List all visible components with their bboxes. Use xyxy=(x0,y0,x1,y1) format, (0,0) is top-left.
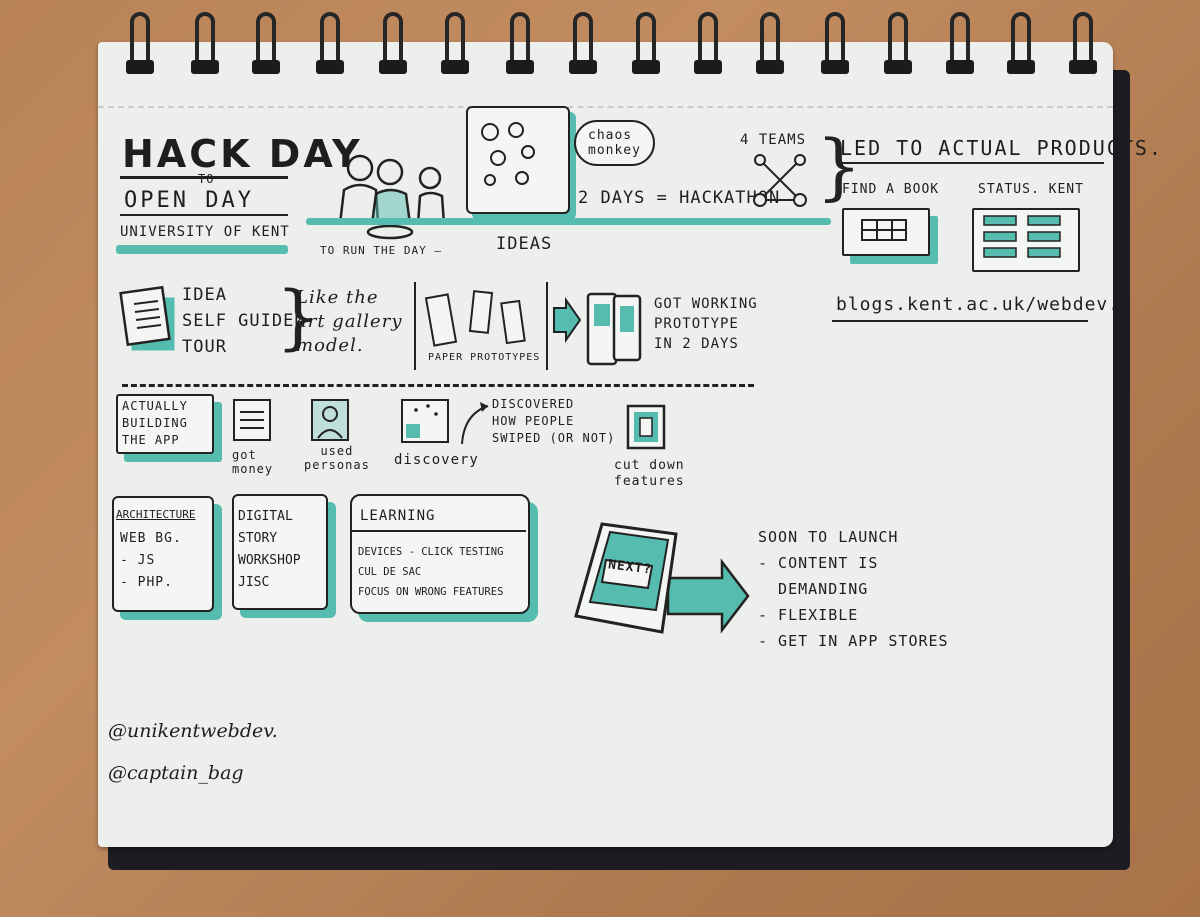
products-heading: LED TO ACTUAL PRODUCTS. xyxy=(840,136,1163,160)
chaos-monkey-cloud: chaos monkey xyxy=(574,120,655,166)
ideas-label: IDEAS xyxy=(496,234,553,254)
cut-features-icon xyxy=(626,404,666,450)
status-kent-label: STATUS. KENT xyxy=(978,182,1084,197)
discovery-screen-icon xyxy=(401,399,449,443)
phones-prototype-icon xyxy=(586,292,642,366)
cut-features-label: cut down features xyxy=(614,458,685,489)
tablet-next-illustration xyxy=(574,522,750,634)
architecture-card xyxy=(112,496,214,612)
organisation: UNIVERSITY OF KENT xyxy=(120,224,290,240)
find-a-book-screen xyxy=(842,208,930,256)
digital-story-text: DIGITAL STORY WORKSHOP JISC xyxy=(238,509,301,590)
building-app-note xyxy=(116,394,214,454)
swiped-note: DISCOVERED HOW PEOPLE SWIPED (OR NOT) xyxy=(492,397,616,445)
blog-url: blogs.kent.ac.uk/webdev. xyxy=(836,294,1121,315)
twitter-handle-author: @captain_bag xyxy=(108,762,244,784)
status-tiles-icon xyxy=(983,215,1061,258)
digital-story-card xyxy=(232,494,328,610)
idea-tour: IDEA SELF GUIDED TOUR xyxy=(182,285,306,357)
page-title: HACK DAY xyxy=(122,132,363,176)
learning-card xyxy=(350,494,530,614)
title-to: TO xyxy=(198,172,215,186)
book-icon xyxy=(119,285,175,351)
book-grid-icon xyxy=(861,219,907,241)
teams-network-icon xyxy=(753,154,807,207)
discovery-label: discovery xyxy=(394,452,479,468)
learning-heading: LEARNING xyxy=(360,508,436,524)
paper-prototypes-icon xyxy=(424,290,526,347)
curved-arrow-icon xyxy=(461,402,489,445)
gallery-note: Like the art gallery model. xyxy=(296,287,403,356)
money-doc-icon xyxy=(233,399,271,441)
paper-prototypes-label: PAPER PROTOTYPES xyxy=(428,352,541,363)
board-scribbles xyxy=(481,122,535,186)
got-money-label: got money xyxy=(232,448,274,476)
people-illustration xyxy=(338,154,446,240)
section-divider xyxy=(122,384,754,387)
learning-body: DEVICES - CLICK TESTING CUL DE SAC FOCUS… xyxy=(358,546,504,598)
teams-label: 4 TEAMS xyxy=(740,132,807,148)
find-a-book-label: FIND A BOOK xyxy=(842,182,940,197)
working-prototype: GOT WORKING PROTOTYPE IN 2 DAYS xyxy=(654,296,758,352)
architecture-body: WEB BG. - JS - PHP. xyxy=(120,531,182,590)
arrow-icon xyxy=(553,296,582,344)
architecture-heading: ARCHITECTURE xyxy=(116,508,196,521)
perforation xyxy=(98,106,1113,108)
twitter-handle-webdev: @unikentwebdev. xyxy=(108,720,278,742)
brace: } xyxy=(276,276,321,358)
building-app-text: ACTUALLY BUILDING THE APP xyxy=(122,399,188,447)
sketchnote-page: HACK DAY TO OPEN DAY UNIVERSITY OF KENT … xyxy=(98,12,1161,847)
brace: } xyxy=(816,124,862,208)
hackathon-label: 2 DAYS = HACKATHON xyxy=(578,188,781,208)
page-subtitle: OPEN DAY xyxy=(124,188,254,213)
run-day-label: TO RUN THE DAY – xyxy=(320,244,442,257)
persona-icon xyxy=(311,399,349,441)
launch-notes: SOON TO LAUNCH - CONTENT IS DEMANDING - … xyxy=(758,528,949,650)
personas-label: used personas xyxy=(304,444,370,472)
